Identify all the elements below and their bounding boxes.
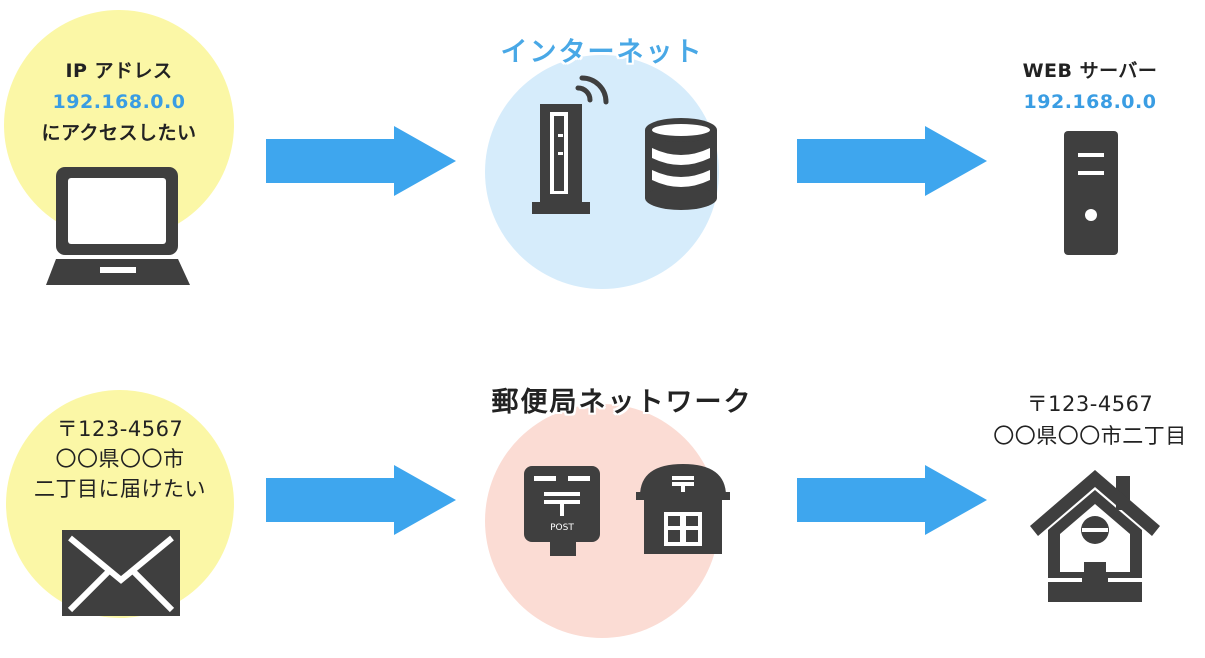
ip-sender-line1: IP アドレス (65, 60, 173, 82)
postal-receiver-line2: 〇〇県〇〇市二丁目 (993, 424, 1187, 448)
arrow-right-icon (266, 126, 456, 196)
ip-sender-address: 192.168.0.0 (52, 91, 186, 113)
internet-title: インターネット (500, 37, 704, 68)
house-icon (1030, 470, 1160, 602)
postal-sender-line2: 〇〇県〇〇市 (55, 447, 185, 471)
ip-sender-line3: にアクセスしたい (41, 122, 197, 144)
postal-sender-line1: 〒123-4567 (56, 417, 184, 441)
router-icon (532, 75, 609, 214)
postbox-text: POST (550, 523, 574, 533)
database-icon (645, 118, 717, 210)
ip-sender-label: IP アドレス 192.168.0.0 にアクセスしたい (4, 56, 234, 149)
envelope-icon (62, 530, 180, 616)
arrow-right-icon (797, 126, 987, 196)
postal-sender-line3: 二丁目に届けたい (34, 477, 206, 501)
post-office-icon (636, 464, 730, 554)
web-server-label: WEB サーバー 192.168.0.0 (970, 56, 1205, 118)
web-server-address: 192.168.0.0 (1023, 91, 1157, 113)
postal-receiver-line1: 〒123-4567 (1026, 392, 1154, 416)
arrow-right-icon (266, 465, 456, 535)
postal-sender-label: 〒123-4567 〇〇県〇〇市 二丁目に届けたい (6, 414, 234, 504)
postal-receiver-label: 〒123-4567 〇〇県〇〇市二丁目 (968, 388, 1205, 452)
server-icon (1064, 131, 1118, 255)
web-server-line1: WEB サーバー (1022, 60, 1158, 82)
arrow-right-icon (797, 465, 987, 535)
postal-network-title: 郵便局ネットワーク (491, 387, 753, 418)
postbox-icon: POST (524, 466, 600, 556)
laptop-icon (46, 167, 190, 285)
